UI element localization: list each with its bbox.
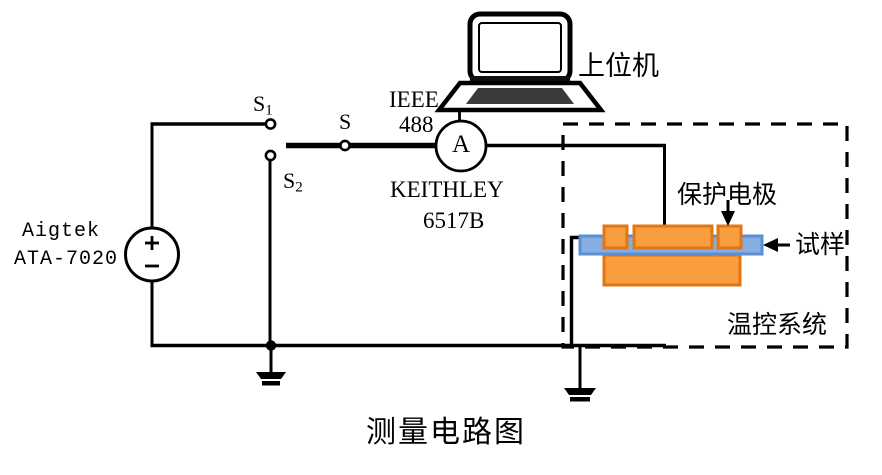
switch-s2-letter: S bbox=[283, 168, 296, 193]
bus-label-line1: IEEE bbox=[389, 87, 439, 112]
sample-label: 试样 bbox=[795, 230, 846, 259]
ground-icon-left bbox=[256, 345, 286, 386]
switch-s1-letter: S bbox=[253, 91, 266, 116]
source-brand-line2: ATA-7020 bbox=[14, 248, 119, 271]
ammeter-letter: A bbox=[452, 131, 471, 158]
host-computer-label: 上位机 bbox=[578, 51, 659, 82]
guard-electrode-label: 保护电极 bbox=[677, 180, 778, 209]
junction-dot bbox=[265, 340, 277, 351]
arrow-left-icon bbox=[763, 238, 790, 252]
switch-s2-subscript: 2 bbox=[295, 179, 303, 196]
switch-s1-subscript: 1 bbox=[265, 102, 273, 119]
switch-s-pivot[interactable] bbox=[339, 139, 351, 152]
voltage-source-symbol bbox=[124, 226, 180, 283]
guard-electrode-right bbox=[716, 224, 743, 250]
temperature-chamber-label: 温控系统 bbox=[727, 310, 828, 339]
bottom-electrode bbox=[602, 253, 742, 287]
switch-s2-terminal[interactable] bbox=[264, 149, 277, 162]
figure-caption: 测量电路图 bbox=[366, 415, 526, 450]
source-brand-line1: Aigtek bbox=[22, 220, 101, 243]
switch-s-label: S bbox=[339, 109, 352, 134]
measure-electrode bbox=[632, 224, 714, 250]
switch-s2-label: S2 bbox=[283, 170, 303, 196]
meter-brand-line2: 6517B bbox=[423, 208, 485, 233]
switch-s1-label: S1 bbox=[253, 93, 273, 119]
meter-brand-line1: KEITHLEY bbox=[390, 177, 504, 202]
sample-slab bbox=[578, 234, 764, 256]
bus-label-line2: 488 bbox=[399, 112, 434, 137]
ground-icon-right bbox=[564, 345, 596, 402]
laptop-icon bbox=[434, 11, 606, 113]
guard-electrode-left bbox=[602, 224, 629, 250]
switch-s1-terminal[interactable] bbox=[264, 118, 277, 130]
